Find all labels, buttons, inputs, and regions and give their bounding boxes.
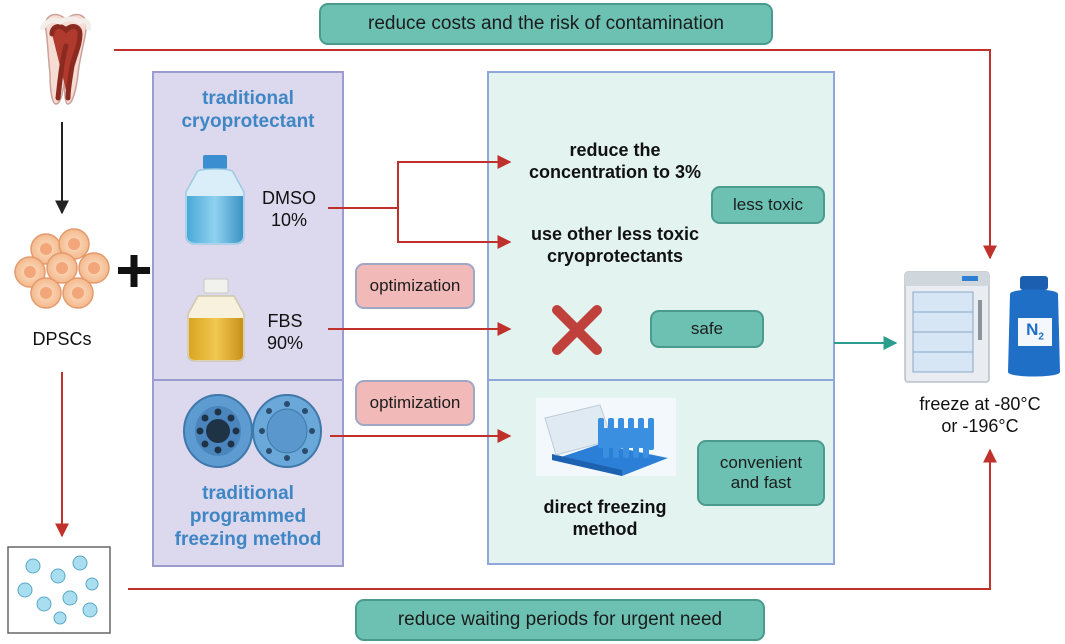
tooth-icon <box>39 13 91 105</box>
result-panel-top <box>487 71 835 381</box>
cryobox-icon <box>536 398 676 476</box>
convenient-line1: convenient <box>719 452 803 472</box>
other-cryoprotectants-text: use other less toxic cryoprotectants <box>505 224 725 267</box>
arrow-top-route <box>114 49 997 260</box>
other-line2: cryoprotectants <box>546 245 684 266</box>
convenient-fast-badge: convenient and fast <box>697 440 825 506</box>
plus-icon <box>118 255 150 287</box>
cryoprotectant-panel <box>152 71 344 381</box>
freezer-fridge-icon <box>904 271 990 383</box>
fbs-label: FBS 90% <box>252 311 318 354</box>
safe-badge: safe <box>650 310 764 348</box>
arrow-dmso-branch-top <box>328 155 512 209</box>
bottom-banner: reduce waiting periods for urgent need <box>355 599 765 641</box>
arrow-bottom-route <box>128 448 997 590</box>
source-label: DPSCs <box>32 329 92 349</box>
cryoprotectant-title: traditional cryoprotectant <box>153 88 343 134</box>
reduce-concentration-text: reduce the concentration to 3% <box>505 140 725 183</box>
direct-freezing-text: direct freezing method <box>520 497 690 540</box>
less-toxic-badge: less toxic <box>711 186 825 224</box>
optimization-badge-1: optimization <box>355 263 475 309</box>
arrow-dmso-branch-bottom <box>397 208 512 249</box>
optimization-badge-2: optimization <box>355 380 475 426</box>
dmso-bottle-icon <box>185 155 245 245</box>
reduce-line2: concentration to 3% <box>528 161 702 182</box>
dmso-name: DMSO <box>262 188 316 208</box>
liquid-nitrogen-tank-icon <box>1008 276 1060 377</box>
other-line1: use other less toxic <box>530 224 700 244</box>
direct-line2: method <box>572 518 638 539</box>
freezing-title-line1: traditional <box>202 483 294 504</box>
fbs-bottle-icon <box>187 278 245 362</box>
reduce-line1: reduce the <box>569 140 661 160</box>
programmed-freezer-icon <box>183 394 322 468</box>
fbs-percent: 90% <box>266 332 304 353</box>
culture-dish-icon <box>7 546 111 634</box>
cryoprotectant-title-line1: traditional <box>202 88 294 109</box>
dmso-percent: 10% <box>270 209 308 230</box>
fbs-name: FBS <box>267 311 303 331</box>
freeze-line2: or -196°C <box>941 415 1019 436</box>
n2-symbol: N <box>1026 320 1039 339</box>
n2-label: N2 <box>1018 320 1052 343</box>
freezing-method-title: traditional programmed freezing method <box>153 483 343 551</box>
top-banner: reduce costs and the risk of contaminati… <box>319 3 773 45</box>
dpsc-cells-icon <box>14 228 110 309</box>
dmso-label: DMSO 10% <box>252 188 326 231</box>
cross-icon <box>552 305 602 355</box>
freeze-line1: freeze at -80°C <box>919 394 1041 414</box>
direct-line1: direct freezing <box>543 497 667 517</box>
freeze-temperature-text: freeze at -80°C or -196°C <box>900 394 1060 437</box>
arrows <box>55 49 997 590</box>
n2-subscript: 2 <box>1038 331 1044 343</box>
freezing-title-line2: programmed <box>189 505 307 527</box>
convenient-line2: and fast <box>730 473 792 492</box>
cryoprotectant-title-line2: cryoprotectant <box>181 110 315 132</box>
freezing-title-line3: freezing method <box>174 528 322 550</box>
